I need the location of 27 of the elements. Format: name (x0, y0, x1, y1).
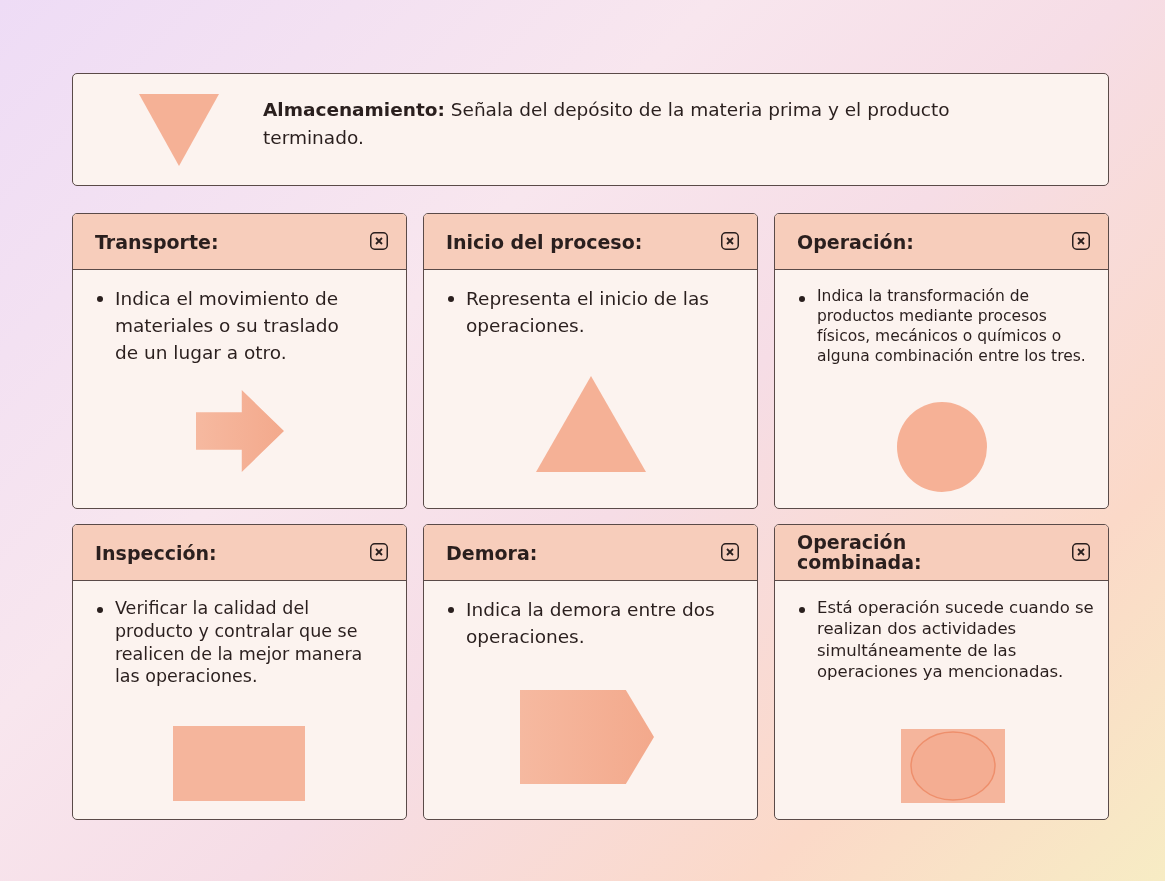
symbol-card (72, 213, 407, 509)
triangle-symbol (139, 94, 219, 166)
card-description: Verificar la calidad del producto y contralar que se realicen de la mejor manera las operaciones. (115, 597, 364, 688)
symbol-card (774, 524, 1109, 820)
card-title: Demora: (446, 542, 539, 563)
card-description: Indica la demora entre dos operaciones. (466, 598, 716, 649)
arrow-symbol (196, 390, 284, 472)
card-description: Indica el movimiento de materiales o su traslado de un lugar a otro. (115, 287, 340, 365)
combined-symbol (901, 729, 1005, 803)
card-title: Inspección: (95, 542, 218, 563)
card-title: Inicio del proceso: (446, 231, 644, 252)
card-title: Operación: (797, 231, 915, 252)
pentagon-symbol (520, 690, 654, 784)
card-description: Indica la transformación de productos mediante procesos físicos, mecánicos o químicos o alguna combinación entre los tres. (817, 286, 1087, 367)
card-description: Representa el inicio de las operaciones. (466, 287, 710, 338)
symbol-card (423, 524, 758, 820)
card-description: Está operación sucede cuando se realizan dos actividades simultáneamente de las operaciones ya mencionadas. (817, 597, 1095, 683)
triangle-symbol (536, 376, 646, 472)
symbol-card (72, 524, 407, 820)
definition-banner (72, 73, 1109, 186)
card-title: Operación combinada: (797, 531, 923, 574)
symbol-card (774, 213, 1109, 509)
symbol-card (423, 213, 758, 509)
circle-symbol (897, 402, 987, 492)
card-title: Transporte: (95, 231, 220, 252)
rectangle-symbol (173, 726, 305, 801)
definition-text: Almacenamiento: Señala del depósito de la materia prima y el producto terminado. (263, 98, 951, 150)
